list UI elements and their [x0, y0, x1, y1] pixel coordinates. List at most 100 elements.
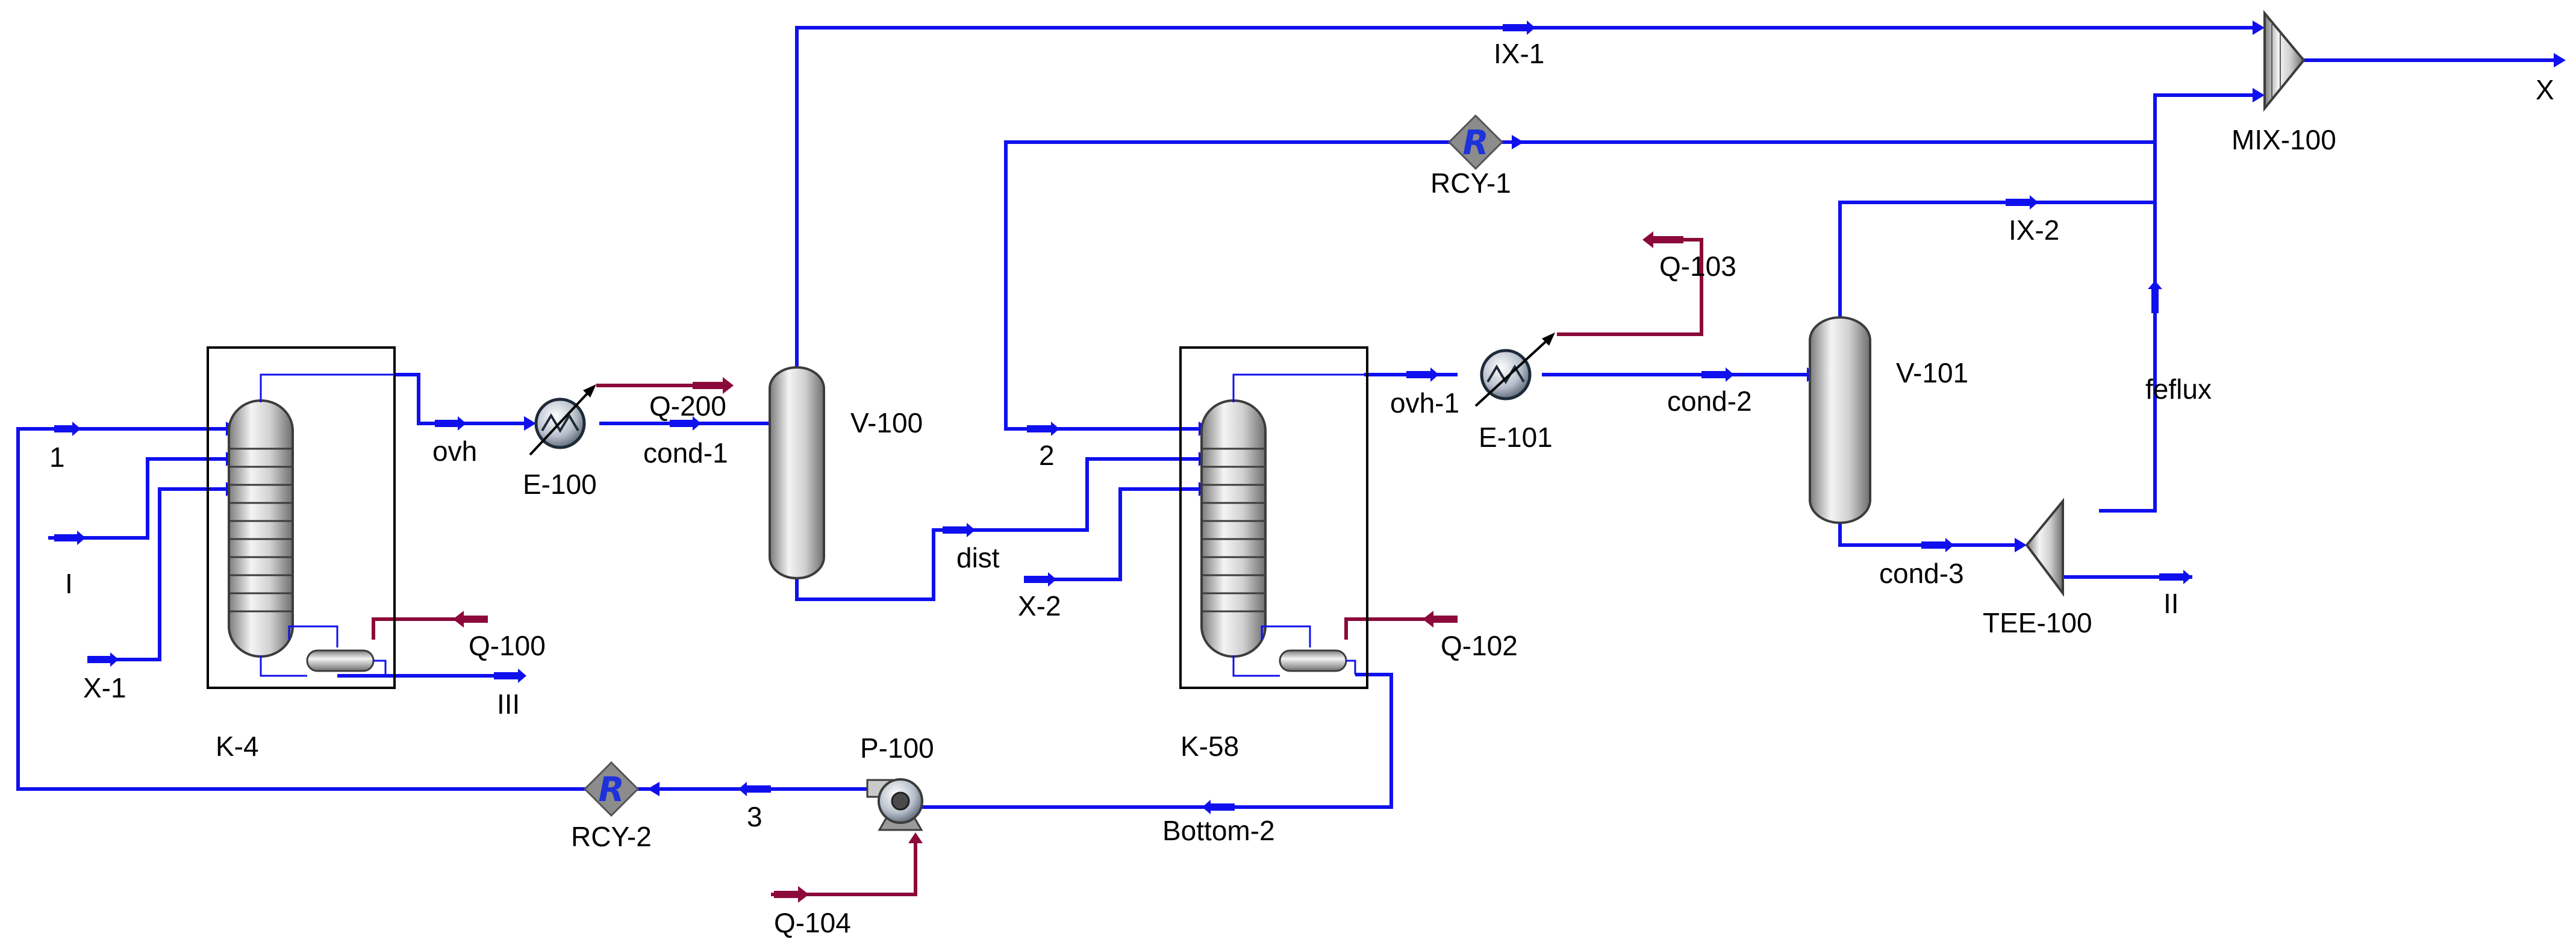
stream-IX1-tag-head	[1527, 20, 1535, 35]
arrowhead	[1512, 135, 1524, 149]
recycle-rcy2[interactable]: R	[583, 761, 640, 817]
stream-bottom2-line[interactable]	[918, 673, 1393, 809]
pump-p100[interactable]	[866, 778, 923, 831]
stream-2-line[interactable]	[1004, 140, 2155, 431]
label-unit-e101: E-101	[1479, 422, 1553, 453]
stream-IX2-tag-head	[2030, 195, 2038, 210]
energy-q102-tag-head	[1423, 611, 1433, 628]
separator-v101[interactable]	[1809, 316, 1871, 524]
stream-ovh1-tag	[1406, 371, 1430, 378]
label-stream-IX2: IX-2	[2009, 214, 2059, 246]
stream-feflux-line[interactable]	[2099, 142, 2157, 513]
column-k4-frame	[207, 346, 396, 689]
separator-v100[interactable]	[769, 366, 825, 579]
energy-q103-tag-head	[1642, 231, 1653, 248]
column-k4-reboiler-pipe	[288, 625, 338, 647]
tee-100[interactable]	[2025, 498, 2064, 597]
energy-q100-tag-head	[453, 611, 464, 628]
stream-III-tag-head	[518, 669, 526, 683]
stream-IX2-tag	[2006, 199, 2030, 206]
label-stream-X2: X-2	[1018, 590, 1061, 622]
stream-ovh1-tag-head	[1430, 367, 1439, 382]
stream-I-line[interactable]	[48, 457, 226, 540]
stream-cond3-tag-head	[1945, 538, 1954, 552]
recycle-rcy1-diamond	[1447, 114, 1504, 170]
column-k58-bottom-pipe	[1232, 655, 1280, 677]
label-stream-feflux: feflux	[2145, 373, 2212, 405]
energy-q100-line[interactable]	[372, 617, 488, 640]
stream-I-tag	[54, 534, 77, 541]
stream-dist-line[interactable]	[795, 457, 1199, 601]
column-k58-overhead-pipe	[1232, 373, 1364, 402]
cooler-e100[interactable]	[529, 384, 596, 456]
label-unit-v101: V-101	[1896, 357, 1968, 388]
pump-p100-impeller	[891, 791, 910, 811]
stream-IX2-line[interactable]	[1838, 93, 2253, 319]
stream-I-tag-head	[77, 531, 86, 545]
mixer-100-body	[2263, 10, 2306, 112]
stream-IX1-line[interactable]	[795, 26, 2253, 369]
stream-dist-tag	[943, 526, 967, 534]
energy-q103-tag	[1653, 236, 1683, 243]
arrowhead	[647, 782, 660, 796]
energy-q102-tag	[1433, 616, 1458, 623]
cooler-e100-adjust-head	[583, 384, 596, 398]
arrowhead	[2015, 538, 2027, 552]
stream-feflux-tag	[2151, 289, 2159, 313]
energy-q102-line[interactable]	[1344, 617, 1458, 640]
cooler-e100-adjust-arrow	[529, 389, 591, 456]
stream-bottom2-tag-head	[1202, 800, 1211, 814]
label-stream-3: 3	[747, 801, 763, 832]
label-stream-X: X	[2536, 74, 2554, 105]
label-stream-cond3: cond-3	[1879, 558, 1964, 589]
label-energy-q102: Q-102	[1441, 630, 1518, 661]
column-k58-reboiler	[1279, 649, 1347, 672]
stream-3-tag-head	[738, 782, 747, 796]
column-k4-bottom-pipe	[260, 655, 307, 677]
labels: 1 I X-1 K-4 ovh E-100 Q-200 cond-1 V-100…	[49, 38, 2554, 938]
stream-1-tag-head	[72, 422, 81, 436]
label-unit-k58: K-58	[1180, 731, 1239, 762]
label-energy-q103: Q-103	[1659, 251, 1736, 282]
stream-ovh-tag-head	[458, 416, 466, 431]
cooler-e101[interactable]	[1474, 332, 1555, 407]
stream-3-recycle-line[interactable]	[16, 427, 590, 791]
cooler-e101-adjust-arrow	[1474, 337, 1550, 407]
recycle-rcy1[interactable]: R	[1447, 114, 1504, 170]
arrowhead	[2253, 20, 2265, 35]
label-energy-q100: Q-100	[469, 630, 546, 661]
separator-v100-shell	[769, 366, 825, 579]
recycle-rcy2-glyph: R	[598, 770, 624, 809]
label-energy-q200: Q-200	[649, 390, 726, 422]
label-unit-k4: K-4	[216, 731, 259, 762]
cooler-e101-adjust-head	[1542, 332, 1555, 346]
stream-III-tag	[494, 672, 518, 679]
stream-cond1-tag-head	[693, 416, 701, 431]
label-energy-q104: Q-104	[774, 907, 851, 938]
recycle-rcy2-diamond	[583, 761, 640, 817]
stream-X1-line[interactable]	[87, 487, 226, 661]
column-k4-reboiler-out	[337, 660, 387, 677]
label-stream-cond1: cond-1	[643, 437, 728, 469]
stream-cond2-tag-head	[1726, 367, 1734, 382]
stream-X2-tag-head	[1048, 572, 1056, 587]
mixer-100[interactable]	[2263, 10, 2306, 112]
stream-cond3-line[interactable]	[1838, 523, 2015, 547]
stream-X2-line[interactable]	[1024, 487, 1199, 581]
label-stream-dist: dist	[956, 542, 1000, 573]
stream-ovh-line[interactable]	[395, 373, 524, 425]
material-stream-lines	[16, 26, 2563, 809]
energy-q104-line[interactable]	[771, 837, 917, 896]
label-stream-X1: X-1	[83, 672, 126, 703]
stream-2-tag-head	[1051, 422, 1059, 436]
stream-X1-tag	[87, 656, 110, 663]
column-k58[interactable]	[1179, 346, 1368, 689]
stream-ovh-tag	[435, 420, 458, 427]
stream-bottom2-tag	[1211, 803, 1235, 811]
energy-q104-tag	[774, 891, 798, 898]
label-unit-rcy2: RCY-2	[571, 821, 652, 852]
column-k4[interactable]	[207, 346, 396, 689]
stream-cond3-tag	[1921, 541, 1945, 549]
cooler-e100-coil	[541, 413, 579, 433]
label-stream-bottom2: Bottom-2	[1162, 815, 1275, 846]
